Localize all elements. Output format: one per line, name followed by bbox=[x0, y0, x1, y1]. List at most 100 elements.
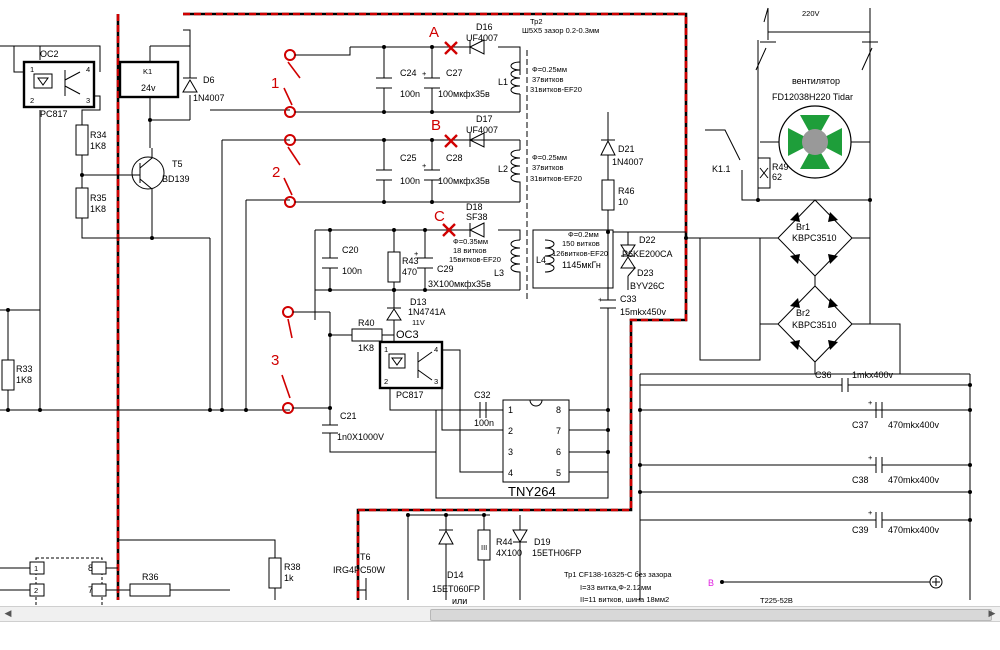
scroll-thumb[interactable] bbox=[430, 609, 992, 621]
jumper-switches: 1 2 3 bbox=[271, 47, 520, 414]
secondary-channel-1: C24 100n + C27 100мкфх35в D16 UF4007 L1 … bbox=[350, 22, 521, 114]
svg-text:R44: R44 bbox=[496, 537, 513, 547]
svg-text:D18: D18 bbox=[466, 202, 483, 212]
svg-text:Br1: Br1 bbox=[796, 222, 810, 232]
svg-text:100n: 100n bbox=[400, 176, 420, 186]
svg-text:126витков-EF20: 126витков-EF20 bbox=[552, 249, 608, 258]
svg-text:2: 2 bbox=[34, 586, 38, 595]
feedback-oc3: R40 1K8 D13 1N4741A 11V OC3 PC817 1 2 4 … bbox=[322, 288, 503, 473]
svg-text:C21: C21 bbox=[340, 411, 357, 421]
oc2-label: OC2 bbox=[40, 49, 59, 59]
transistor-stage-t5: R34 1K8 R35 1K8 T5 BD139 bbox=[75, 110, 210, 240]
svg-text:II=11 витков, шина 18мм2: II=11 витков, шина 18мм2 bbox=[580, 595, 669, 604]
svg-text:C32: C32 bbox=[474, 390, 491, 400]
scroll-left-icon[interactable]: ◀ bbox=[4, 609, 12, 619]
svg-text:вентилятор: вентилятор bbox=[792, 76, 840, 86]
svg-text:5: 5 bbox=[556, 468, 561, 478]
svg-text:UF4007: UF4007 bbox=[466, 33, 498, 43]
oc2-optocoupler: OC2 PC817 1 2 4 3 bbox=[0, 45, 101, 125]
svg-text:37витков: 37витков bbox=[532, 75, 563, 84]
svg-text:C37: C37 bbox=[852, 420, 869, 430]
svg-text:R33: R33 bbox=[16, 364, 33, 374]
svg-text:D19: D19 bbox=[534, 537, 551, 547]
svg-text:470: 470 bbox=[402, 267, 417, 277]
svg-text:+: + bbox=[422, 161, 427, 170]
svg-text:7: 7 bbox=[88, 585, 93, 595]
relay-k1: K1 24v D6 1N4007 bbox=[118, 29, 225, 148]
svg-text:15ET060FP: 15ET060FP bbox=[432, 584, 480, 594]
svg-text:C20: C20 bbox=[342, 245, 359, 255]
svg-text:D23: D23 bbox=[637, 268, 654, 278]
svg-text:1N4741A: 1N4741A bbox=[408, 307, 446, 317]
ic-tny264: 1 2 3 4 8 7 6 5 TNY264 C32 100n bbox=[435, 330, 610, 499]
bottom-section: 1 2 8 7 R36 R38 1k T6 IRG4PC50W D14 15ET… bbox=[0, 513, 943, 606]
svg-text:T5: T5 bbox=[172, 159, 183, 169]
svg-text:31витков-EF20: 31витков-EF20 bbox=[530, 85, 582, 94]
svg-text:C33: C33 bbox=[620, 294, 637, 304]
left-rail: R33 1K8 bbox=[0, 46, 290, 412]
svg-text:11V: 11V bbox=[412, 318, 425, 327]
svg-text:D21: D21 bbox=[618, 144, 635, 154]
svg-text:+: + bbox=[868, 453, 873, 462]
svg-text:D16: D16 bbox=[476, 22, 493, 32]
svg-text:Br2: Br2 bbox=[796, 308, 810, 318]
svg-text:III: III bbox=[481, 543, 487, 552]
svg-text:D17: D17 bbox=[476, 114, 493, 124]
svg-text:P6KE200CA: P6KE200CA bbox=[622, 249, 673, 259]
svg-text:1N4007: 1N4007 bbox=[193, 93, 225, 103]
svg-text:8: 8 bbox=[88, 563, 93, 573]
svg-text:2: 2 bbox=[30, 96, 34, 105]
svg-text:Тр2: Тр2 bbox=[530, 17, 543, 26]
svg-text:Ф=0.25мм: Ф=0.25мм bbox=[532, 153, 567, 162]
svg-text:+: + bbox=[598, 295, 603, 304]
svg-text:100n: 100n bbox=[474, 418, 494, 428]
marker-c: C bbox=[434, 208, 445, 225]
svg-text:470mkx400v: 470mkx400v bbox=[888, 525, 940, 535]
svg-text:+: + bbox=[422, 69, 427, 78]
svg-text:10: 10 bbox=[618, 197, 628, 207]
svg-text:C39: C39 bbox=[852, 525, 869, 535]
svg-text:1145мкГн: 1145мкГн bbox=[562, 260, 601, 270]
svg-text:Тр1 CF138-16325-C без зазора: Тр1 CF138-16325-C без зазора bbox=[564, 570, 672, 579]
svg-text:L4: L4 bbox=[536, 255, 546, 265]
svg-text:1n0X1000V: 1n0X1000V bbox=[337, 432, 384, 442]
scroll-right-icon[interactable]: ▶ bbox=[988, 609, 996, 619]
svg-text:или: или bbox=[452, 596, 467, 606]
svg-text:1: 1 bbox=[34, 564, 38, 573]
snubber-network: D21 1N4007 R46 10 D22 P6KE200CA D23 BYV2… bbox=[598, 112, 760, 330]
svg-text:4X100: 4X100 bbox=[496, 548, 522, 558]
svg-text:2: 2 bbox=[384, 377, 388, 386]
mains-fan-section: 220V вентилятор FD12038H220 Tidar K1.1 R… bbox=[705, 7, 878, 202]
svg-text:1K8: 1K8 bbox=[16, 375, 32, 385]
svg-text:SF38: SF38 bbox=[466, 212, 488, 222]
svg-text:3X100мкфх35в: 3X100мкфх35в bbox=[428, 279, 491, 289]
svg-text:3: 3 bbox=[86, 96, 90, 105]
switch-3-label: 3 bbox=[271, 352, 279, 369]
switch-1-label: 1 bbox=[271, 75, 279, 92]
svg-text:470mkx400v: 470mkx400v bbox=[888, 420, 940, 430]
marker-b: B bbox=[431, 117, 441, 134]
bulk-capacitors: C36 1mkx400v + C37 470mkx400v + C38 470m… bbox=[638, 370, 972, 600]
svg-text:+: + bbox=[414, 249, 419, 258]
svg-text:D14: D14 bbox=[447, 570, 464, 580]
svg-text:+: + bbox=[868, 398, 873, 407]
horizontal-scrollbar[interactable]: ◀ ▶ bbox=[0, 606, 1000, 622]
bridge-rectifiers: Br1 KBPC3510 Br2 KBPC3510 bbox=[639, 199, 970, 411]
svg-text:6: 6 bbox=[556, 447, 561, 457]
svg-text:R40: R40 bbox=[358, 318, 375, 328]
svg-text:Ф=0.35мм: Ф=0.35мм bbox=[453, 237, 488, 246]
svg-text:IRG4PC50W: IRG4PC50W bbox=[333, 565, 386, 575]
svg-text:100мкфх35в: 100мкфх35в bbox=[438, 89, 490, 99]
tny264-label: TNY264 bbox=[508, 484, 556, 499]
switch-2-label: 2 bbox=[272, 164, 280, 181]
svg-text:150 витков: 150 витков bbox=[562, 239, 600, 248]
transformer-tp2: Тр2 Ш5Х5 зазор 0.2-0.3мм Ф=0.25мм 37витк… bbox=[522, 17, 614, 300]
svg-text:R38: R38 bbox=[284, 562, 301, 572]
svg-text:1: 1 bbox=[30, 65, 34, 74]
svg-text:470mkx400v: 470mkx400v bbox=[888, 475, 940, 485]
svg-text:4: 4 bbox=[86, 65, 90, 74]
svg-text:C27: C27 bbox=[446, 68, 463, 78]
svg-text:BYV26C: BYV26C bbox=[630, 281, 665, 291]
svg-text:100n: 100n bbox=[400, 89, 420, 99]
svg-text:KBPC3510: KBPC3510 bbox=[792, 320, 837, 330]
